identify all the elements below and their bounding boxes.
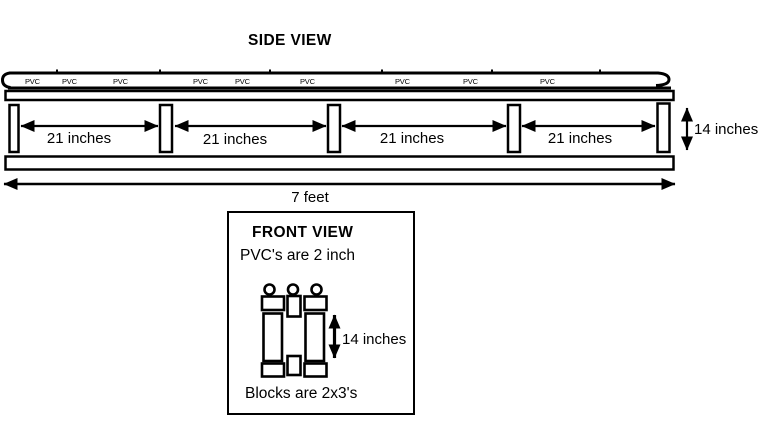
bottom-support-rail — [4, 155, 675, 171]
spacer-block-3 — [326, 103, 342, 154]
pvc-segment-label: PVC — [540, 77, 556, 86]
pvc-pipe-cross-sections — [263, 283, 323, 296]
pvc-pipe-left-cap — [0, 71, 11, 89]
spacer-block-5 — [656, 102, 671, 154]
front-block-bottom-left — [260, 362, 286, 378]
front-block-top-middle — [286, 294, 302, 318]
spacer-blocks — [8, 102, 671, 154]
pvc-segment-label: PVC — [463, 77, 479, 86]
pipe-joint-ticks — [56, 69, 601, 73]
pvc-segment-label: PVC — [193, 77, 209, 86]
side-view-title: SIDE VIEW — [248, 32, 332, 49]
front-block-top-left — [260, 295, 286, 312]
front-block-bottom-middle — [286, 354, 302, 377]
front-view-title: FRONT VIEW — [252, 224, 353, 241]
pvc-segment-label: PVC — [62, 77, 78, 86]
front-block-bottom-right — [303, 362, 328, 378]
pvc-pipe-end-1 — [263, 283, 276, 296]
front-block-assembly — [260, 294, 328, 378]
pvc-segment-label: PVC — [395, 77, 411, 86]
dimension-label-21in-2: 21 inches — [203, 131, 267, 148]
dimension-label-14in-front: 14 inches — [342, 331, 406, 348]
pvc-segment-label: PVC — [300, 77, 316, 86]
pvc-pipe-top-edge — [9, 71, 671, 87]
pvc-pipe-end-3 — [310, 283, 323, 296]
front-block-top-right — [303, 295, 328, 312]
front-block-left-upright — [262, 312, 284, 363]
pvc-segment-label: PVC — [113, 77, 129, 86]
spacer-block-4 — [506, 103, 522, 154]
dimension-label-21in-1: 21 inches — [47, 130, 111, 147]
pvc-pipe-end-2 — [286, 283, 300, 296]
pvc-segment-label: PVC — [235, 77, 251, 86]
dimension-label-14in-side: 14 inches — [694, 121, 758, 138]
front-view-pvc-note: PVC's are 2 inch — [240, 247, 355, 264]
dimension-label-7ft: 7 feet — [291, 189, 329, 206]
spacer-block-2 — [158, 103, 174, 154]
front-view-blocks-note: Blocks are 2x3's — [245, 385, 358, 402]
dimension-label-21in-3: 21 inches — [380, 130, 444, 147]
front-view-box — [227, 211, 415, 415]
pvc-segment-label: PVC — [25, 77, 41, 86]
dimension-label-21in-4: 21 inches — [548, 130, 612, 147]
spacer-block-1 — [8, 103, 20, 154]
front-block-right-upright — [304, 312, 326, 363]
pvc-pipe: PVC PVC PVC PVC PVC PVC PVC PVC PVC — [0, 69, 671, 90]
top-support-rail — [4, 89, 675, 102]
